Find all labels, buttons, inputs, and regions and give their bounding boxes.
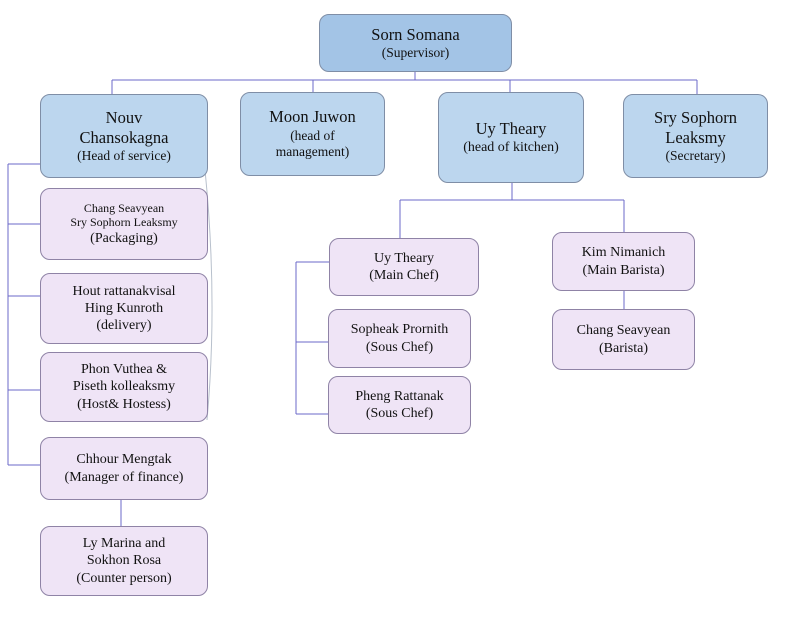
- role: (Sous Chef): [365, 339, 434, 355]
- node-host-hostess: Phon Vuthea & Piseth kolleaksmy (Host& H…: [40, 352, 208, 422]
- name: Chansokagna: [79, 127, 169, 147]
- name: Sokhon Rosa: [86, 553, 162, 569]
- name: Moon Juwon: [269, 107, 356, 127]
- name: Uy Theary: [475, 118, 547, 138]
- name: Pheng Rattanak: [355, 388, 444, 404]
- name: Kim Nimanich: [581, 245, 666, 261]
- name: Nouv: [105, 107, 143, 127]
- name: Sry Sophorn Leaksmy: [70, 215, 178, 230]
- name: Chhour Mengtak: [76, 452, 172, 468]
- name: Chang Seavyean: [83, 200, 165, 215]
- name: Sry Sophorn: [654, 107, 737, 127]
- role: (Packaging): [90, 231, 158, 247]
- name: Hout rattanakvisal: [72, 283, 176, 299]
- role: management): [275, 144, 350, 160]
- node-manager-of-finance: Chhour Mengtak (Manager of finance): [40, 437, 208, 500]
- node-secretary: Sry Sophorn Leaksmy (Secretary): [623, 94, 768, 178]
- role: (Counter person): [76, 570, 172, 586]
- role: (Supervisor): [381, 44, 450, 60]
- role: (Manager of finance): [64, 469, 184, 485]
- node-counter-person: Ly Marina and Sokhon Rosa (Counter perso…: [40, 526, 208, 596]
- node-packaging: Chang Seavyean Sry Sophorn Leaksmy (Pack…: [40, 188, 208, 260]
- node-sous-chef-1: Sopheak Prornith (Sous Chef): [328, 309, 471, 368]
- role: (Host& Hostess): [77, 396, 171, 412]
- name: Leaksmy: [665, 127, 726, 147]
- node-barista: Chang Seavyean (Barista): [552, 309, 695, 370]
- role: (Secretary): [665, 147, 726, 163]
- node-delivery: Hout rattanakvisal Hing Kunroth (deliver…: [40, 273, 208, 344]
- role: (Sous Chef): [365, 406, 434, 421]
- name: Sopheak Prornith: [350, 322, 449, 338]
- role: (delivery): [96, 318, 152, 334]
- node-sous-chef-2: Pheng Rattanak (Sous Chef): [328, 376, 471, 434]
- node-supervisor: Sorn Somana (Supervisor): [319, 14, 512, 72]
- node-head-of-management: Moon Juwon (head of management): [240, 92, 385, 176]
- name: Phon Vuthea &: [80, 362, 167, 378]
- name: Hing Kunroth: [84, 300, 164, 316]
- name: Sorn Somana: [371, 24, 460, 44]
- name: Chang Seavyean: [576, 323, 671, 339]
- role: (Main Chef): [369, 268, 439, 283]
- role: (head of kitchen): [463, 140, 559, 156]
- node-main-barista: Kim Nimanich (Main Barista): [552, 232, 695, 291]
- role: (Head of service): [77, 147, 171, 163]
- name: Ly Marina and: [82, 536, 166, 552]
- node-head-of-service: Nouv Chansokagna (Head of service): [40, 94, 208, 178]
- name: Piseth kolleaksmy: [72, 379, 176, 395]
- name: Uy Theary: [374, 250, 434, 266]
- node-main-chef: Uy Theary (Main Chef): [329, 238, 479, 296]
- node-head-of-kitchen: Uy Theary (head of kitchen): [438, 92, 584, 183]
- role: (Main Barista): [582, 262, 665, 278]
- role: (head of: [290, 127, 335, 143]
- role: (Barista): [599, 340, 648, 356]
